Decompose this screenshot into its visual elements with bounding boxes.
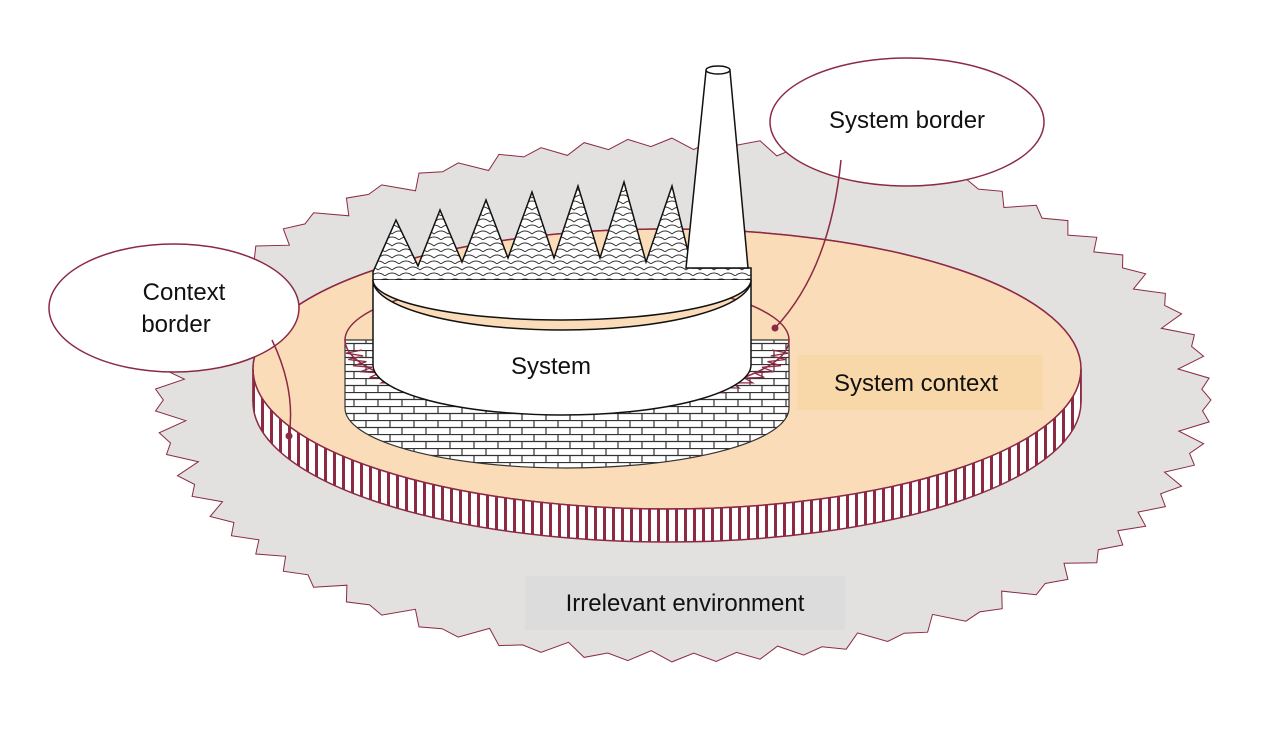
system-border-pointer-dot [771,324,779,332]
chimney [685,70,749,269]
irrelevant-environment-label-bg [525,576,845,630]
system-border-callout [769,57,1045,187]
context-border-callout [48,243,300,373]
context-border-label-line2: border [141,311,210,338]
context-border-wall-front [252,368,1082,543]
system-context-label-bg [797,355,1043,410]
irrelevant-environment-label: Irrelevant environment [566,590,805,617]
system-context-label: System context [834,370,998,397]
context-border-leader [271,339,292,437]
roof-base [372,279,752,321]
sawtooth-roof [372,179,752,281]
context-border-label-line1: Context [143,279,226,306]
context-border-pointer-dot [285,432,293,440]
system-border-leader [774,159,842,329]
system-border-label: System border [829,107,985,134]
system-label: System [511,353,591,380]
system-building [372,279,752,416]
chimney-top [705,65,731,75]
